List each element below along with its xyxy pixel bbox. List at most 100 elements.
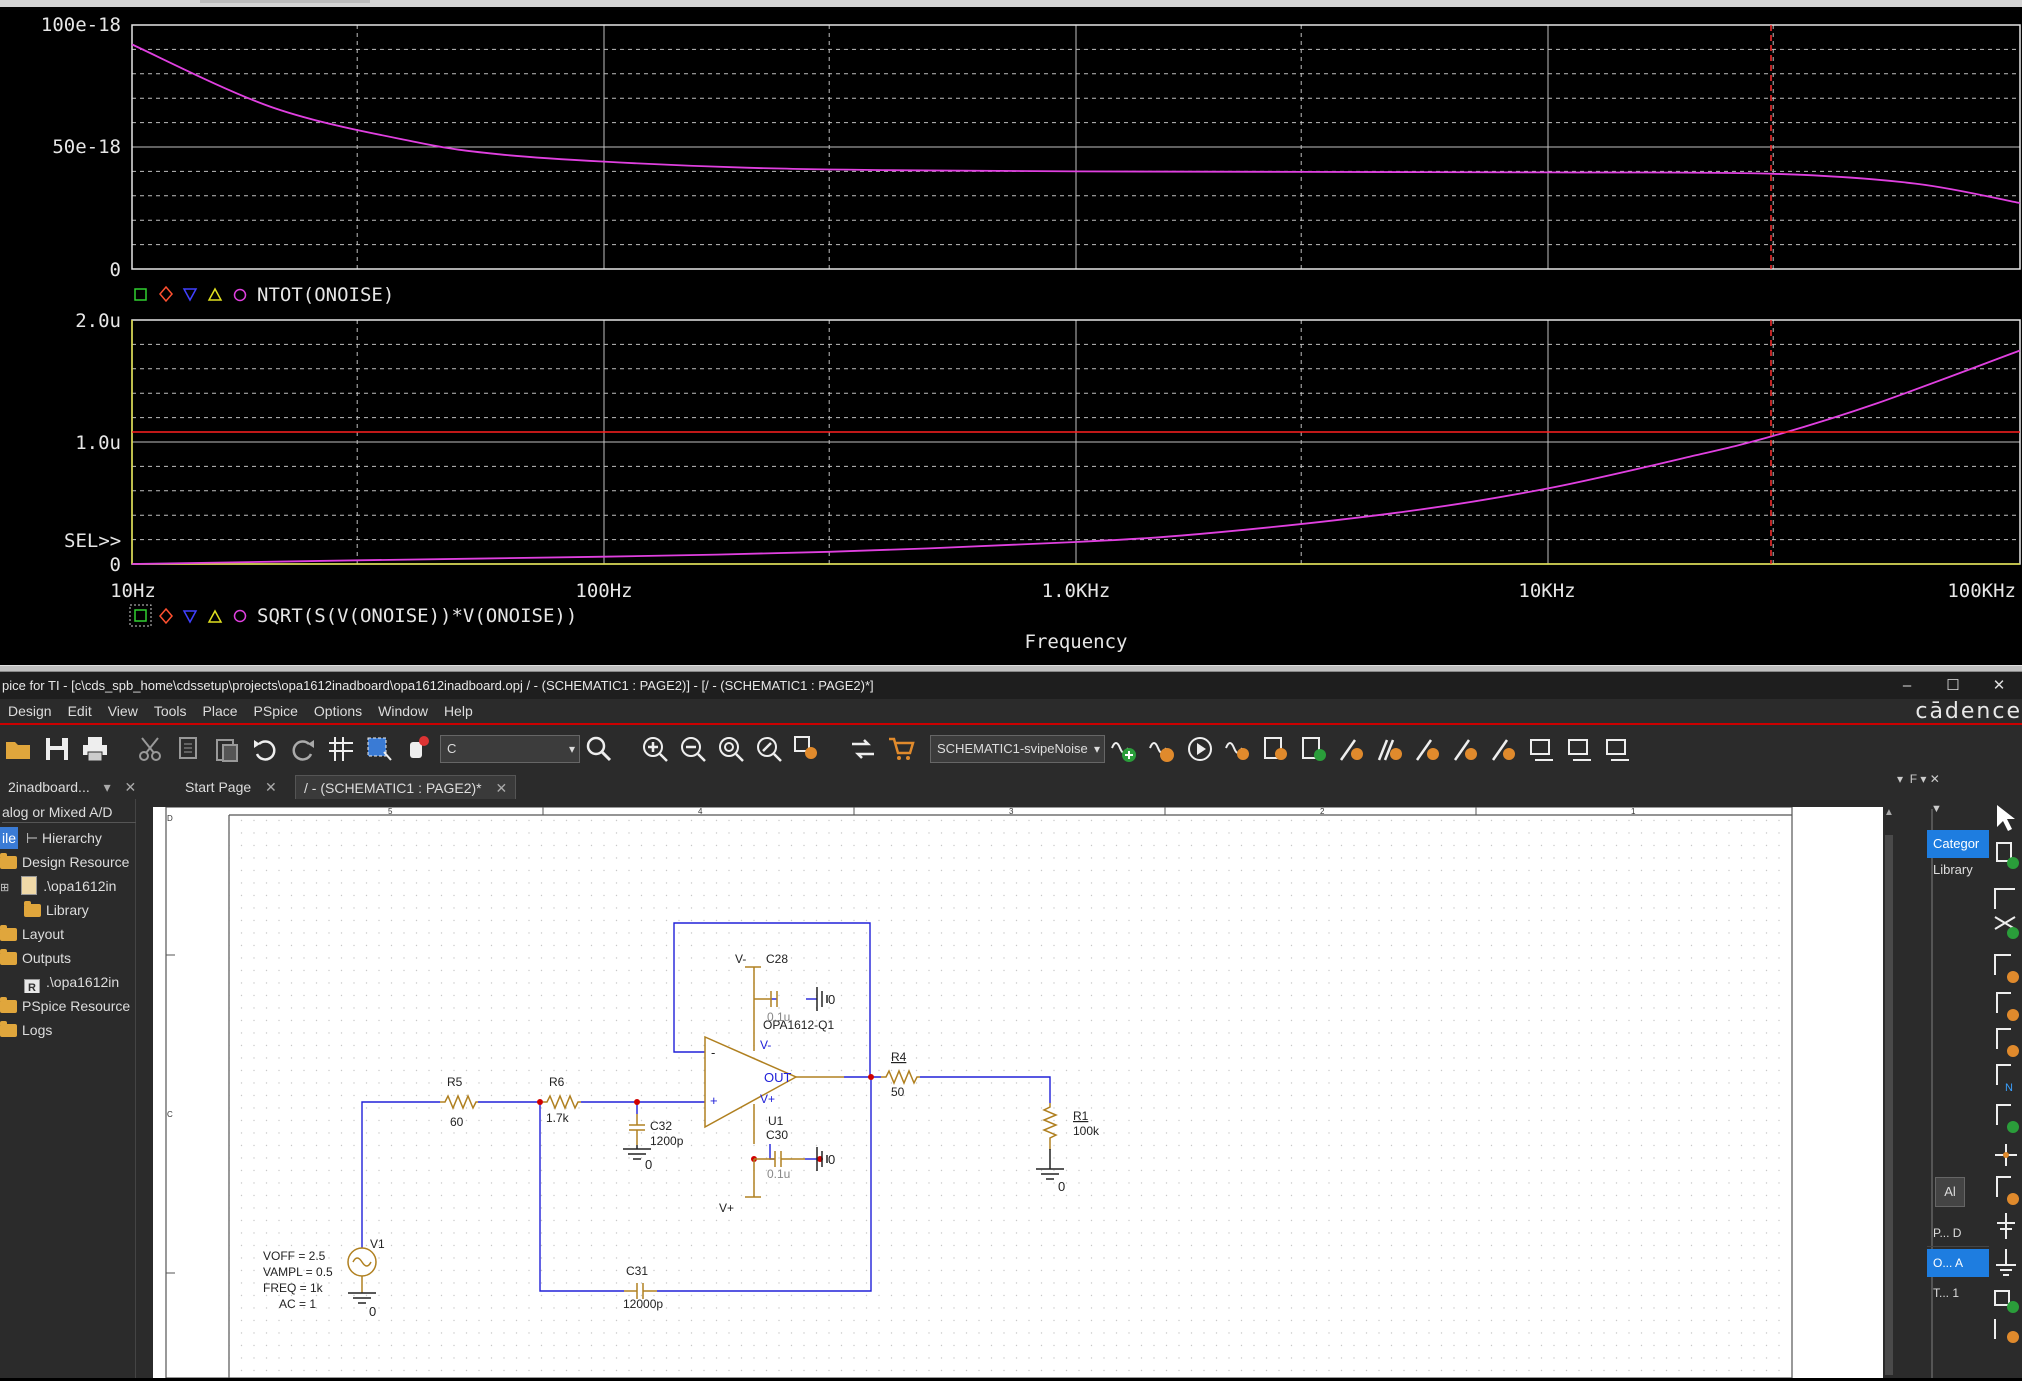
resistor-r4[interactable] (881, 1069, 920, 1085)
place-offpage-icon[interactable] (1994, 1319, 2019, 1343)
zoom-all-button[interactable] (752, 732, 786, 766)
upper-trace-label[interactable]: NTOT(ONOISE) (257, 284, 394, 306)
scroll-up-arrow[interactable]: ▲ (1884, 807, 1894, 818)
window-title-bar[interactable]: pice for TI - [c\cds_spb_home\cdssetup\p… (0, 672, 2022, 699)
tree-library[interactable]: Library (24, 899, 89, 921)
place-ground-icon[interactable] (1996, 1249, 2016, 1276)
hierarchy-view-tab[interactable]: ⊢Hierarchy (26, 827, 102, 849)
current-marker-button[interactable] (1411, 732, 1445, 766)
place-net-label-icon[interactable]: N (1996, 1064, 2013, 1094)
tree-outputs[interactable]: Outputs (0, 947, 71, 969)
capacitor-c30[interactable] (745, 1151, 805, 1198)
upper-trace-ntot[interactable] (131, 43, 2021, 204)
zoom-in-button[interactable] (638, 732, 672, 766)
minimize-button[interactable]: – (1902, 677, 1912, 694)
tree-design-resources[interactable]: Design Resource (0, 851, 129, 873)
library-tab[interactable]: Library (1933, 862, 1973, 877)
category-tab[interactable]: Categor (1927, 830, 1989, 858)
scrollbar-thumb[interactable] (1885, 835, 1893, 1375)
project-tab-dropdown-icon[interactable]: ▾ (103, 779, 111, 795)
bom-button[interactable] (884, 732, 918, 766)
place-bus-entry-icon[interactable] (1996, 1028, 2019, 1057)
place-bus-icon[interactable] (1994, 954, 2019, 983)
simulation-profile-select[interactable]: SCHEMATIC1-svipeNoise (930, 735, 1105, 763)
area-select-button[interactable] (362, 732, 396, 766)
snap-grid-button[interactable] (324, 732, 358, 766)
upper-legend[interactable]: NTOT(ONOISE) (134, 284, 394, 306)
redo-button[interactable] (286, 732, 320, 766)
bias-power-button[interactable] (1601, 732, 1635, 766)
capacitor-c31[interactable] (624, 1283, 657, 1299)
start-page-tab[interactable]: Start Page ✕ (177, 775, 285, 799)
tree-design-file[interactable]: ⊞.\opa1612in (0, 875, 116, 897)
vertical-scrollbar[interactable]: ▲ (1883, 807, 1895, 1378)
bias-current-button[interactable] (1563, 732, 1597, 766)
schematic-page-tab[interactable]: / - (SCHEMATIC1 : PAGE2)* ✕ (295, 775, 517, 799)
drag-connected-button[interactable] (400, 732, 434, 766)
capacitor-c28[interactable] (745, 966, 778, 1031)
schematic-sheet[interactable]: 5 4 3 2 1 D C (153, 807, 1883, 1378)
find-part-button[interactable] (790, 732, 824, 766)
search-button[interactable] (582, 732, 616, 766)
waveform-plot[interactable]: 100e-18 50e-18 0 NTOT(ONOISE) 2.0u 1.0u … (0, 0, 2022, 665)
power-diff-marker-button[interactable] (1487, 732, 1521, 766)
voltage-marker-button[interactable] (1335, 732, 1369, 766)
resistor-r6[interactable] (543, 1094, 581, 1110)
tree-expand-icon[interactable]: ⊞ (0, 882, 10, 894)
voltage-diff-marker-button[interactable] (1373, 732, 1407, 766)
schematic-tab-close-icon[interactable]: ✕ (495, 780, 508, 796)
close-button[interactable]: ✕ (1992, 677, 2006, 694)
view-output-button[interactable] (1259, 732, 1293, 766)
place-port-icon[interactable] (1996, 1104, 2019, 1133)
start-page-close-icon[interactable]: ✕ (265, 779, 277, 795)
probe-plot-window[interactable]: 100e-18 50e-18 0 NTOT(ONOISE) 2.0u 1.0u … (0, 0, 2022, 665)
zoom-out-button[interactable] (676, 732, 710, 766)
schematic-drawing[interactable]: 5 4 3 2 1 D C (153, 807, 1883, 1378)
run-button[interactable] (1183, 732, 1217, 766)
search-combo[interactable]: C (440, 735, 580, 763)
menu-design[interactable]: Design (8, 703, 52, 719)
panel-header-controls[interactable]: ▾ F ▾ ✕ (1897, 772, 1940, 786)
cut-button[interactable] (134, 732, 168, 766)
menu-view[interactable]: View (107, 703, 138, 719)
lower-trace-label[interactable]: SQRT(S(V(ONOISE))*V(ONOISE)) (257, 605, 577, 627)
project-tab-close-icon[interactable]: ✕ (124, 779, 137, 795)
open-button[interactable] (2, 732, 36, 766)
place-wire-icon[interactable] (1994, 888, 2015, 909)
zoom-area-button[interactable] (714, 732, 748, 766)
place-net-group-icon[interactable] (1994, 916, 2019, 939)
menu-tools[interactable]: Tools (153, 703, 187, 719)
panel-collapse-arrow[interactable]: ▼ (1931, 803, 1942, 815)
lower-trace-sqrt[interactable] (131, 349, 2021, 565)
select-pointer-icon[interactable] (1997, 805, 2015, 831)
power-marker-button[interactable] (1449, 732, 1483, 766)
add-marker-button[interactable] (1297, 732, 1331, 766)
part-list-row[interactable]: T... 1 (1933, 1286, 1960, 1300)
bias-voltage-button[interactable] (1525, 732, 1559, 766)
resistor-r1[interactable] (1042, 1103, 1058, 1150)
menu-help[interactable]: Help (443, 703, 473, 719)
menu-place[interactable]: Place (202, 703, 238, 719)
place-junction-icon[interactable] (1995, 1144, 2017, 1166)
menu-pspice[interactable]: PSpice (253, 703, 298, 719)
place-power-icon[interactable] (1997, 1213, 2015, 1239)
part-list-row[interactable]: P... D (1927, 1219, 1989, 1247)
edit-profile-button[interactable] (1145, 732, 1179, 766)
place-no-connect-icon[interactable] (1996, 1176, 2019, 1205)
save-button[interactable] (40, 732, 74, 766)
schematic-editor[interactable]: 5 4 3 2 1 D C (137, 799, 1895, 1378)
opamp-u1[interactable] (704, 1035, 798, 1129)
annotate-button[interactable] (846, 732, 880, 766)
copy-button[interactable] (172, 732, 206, 766)
place-hierarchical-block-icon[interactable] (1994, 1290, 2019, 1313)
part-list-row-selected[interactable]: O... A (1927, 1249, 1989, 1277)
capacitor-c32[interactable] (629, 1114, 645, 1145)
tree-pspice-resources[interactable]: PSpice Resource (0, 995, 130, 1017)
place-net-alias-icon[interactable] (1996, 992, 2019, 1021)
file-view-tab[interactable]: ile (0, 827, 18, 849)
maximize-button[interactable]: ☐ (1946, 677, 1960, 694)
paste-button[interactable] (210, 732, 244, 766)
menu-options[interactable]: Options (313, 703, 363, 719)
window-splitter[interactable] (0, 665, 2022, 672)
resistor-r5[interactable] (440, 1094, 478, 1110)
